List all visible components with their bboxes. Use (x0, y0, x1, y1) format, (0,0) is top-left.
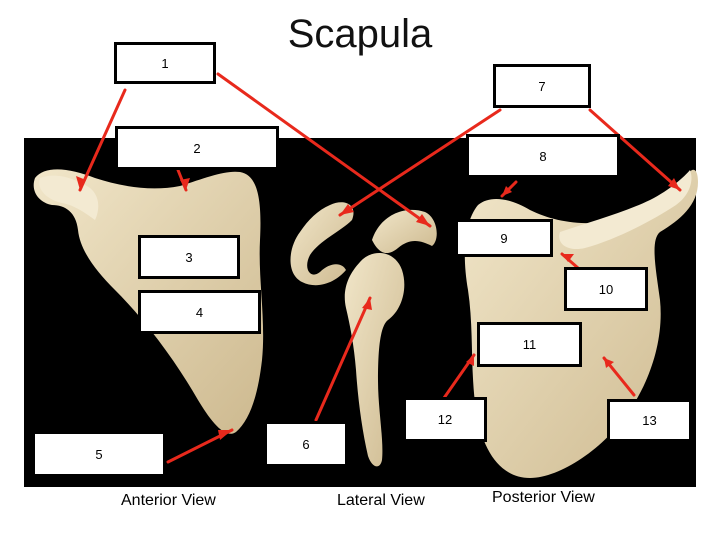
leader-line-7a (338, 108, 502, 217)
label-box-6[interactable]: 6 (264, 421, 348, 467)
label-box-5[interactable]: 5 (32, 431, 166, 477)
arrow-heads (76, 176, 680, 440)
label-box-11[interactable]: 11 (477, 322, 582, 367)
label-box-9[interactable]: 9 (455, 219, 553, 257)
leader-line-1b (216, 72, 432, 228)
label-box-1[interactable]: 1 (114, 42, 216, 84)
arrow-head-5 (218, 430, 232, 440)
lateral-view-caption: Lateral View (337, 492, 425, 509)
label-box-4[interactable]: 4 (138, 290, 261, 334)
label-box-2[interactable]: 2 (115, 126, 279, 170)
arrow-head-1b (416, 214, 430, 226)
arrow-head-6 (362, 298, 372, 310)
label-box-13[interactable]: 13 (607, 399, 692, 442)
label-box-12[interactable]: 12 (403, 397, 487, 442)
arrow-head-7b (668, 178, 680, 190)
leader-line-7b (588, 108, 682, 192)
arrow-head-8 (502, 186, 512, 196)
arrow-head-13 (604, 358, 614, 368)
arrow-head-2 (180, 178, 190, 190)
label-box-10[interactable]: 10 (564, 267, 648, 311)
leader-line-1a (78, 88, 127, 192)
arrow-head-10 (562, 254, 574, 262)
lateral-scapula-shape (290, 202, 437, 467)
label-box-3[interactable]: 3 (138, 235, 240, 279)
arrow-head-1a (76, 176, 86, 190)
page-title: Scapula (287, 12, 433, 56)
arrow-head-7a (340, 204, 354, 215)
label-box-7[interactable]: 7 (493, 64, 591, 108)
label-box-8[interactable]: 8 (466, 134, 620, 178)
leader-line-6 (314, 296, 372, 422)
arrow-head-12 (466, 355, 474, 366)
posterior-view-caption: Posterior View (492, 489, 595, 506)
anterior-view-caption: Anterior View (121, 492, 216, 509)
